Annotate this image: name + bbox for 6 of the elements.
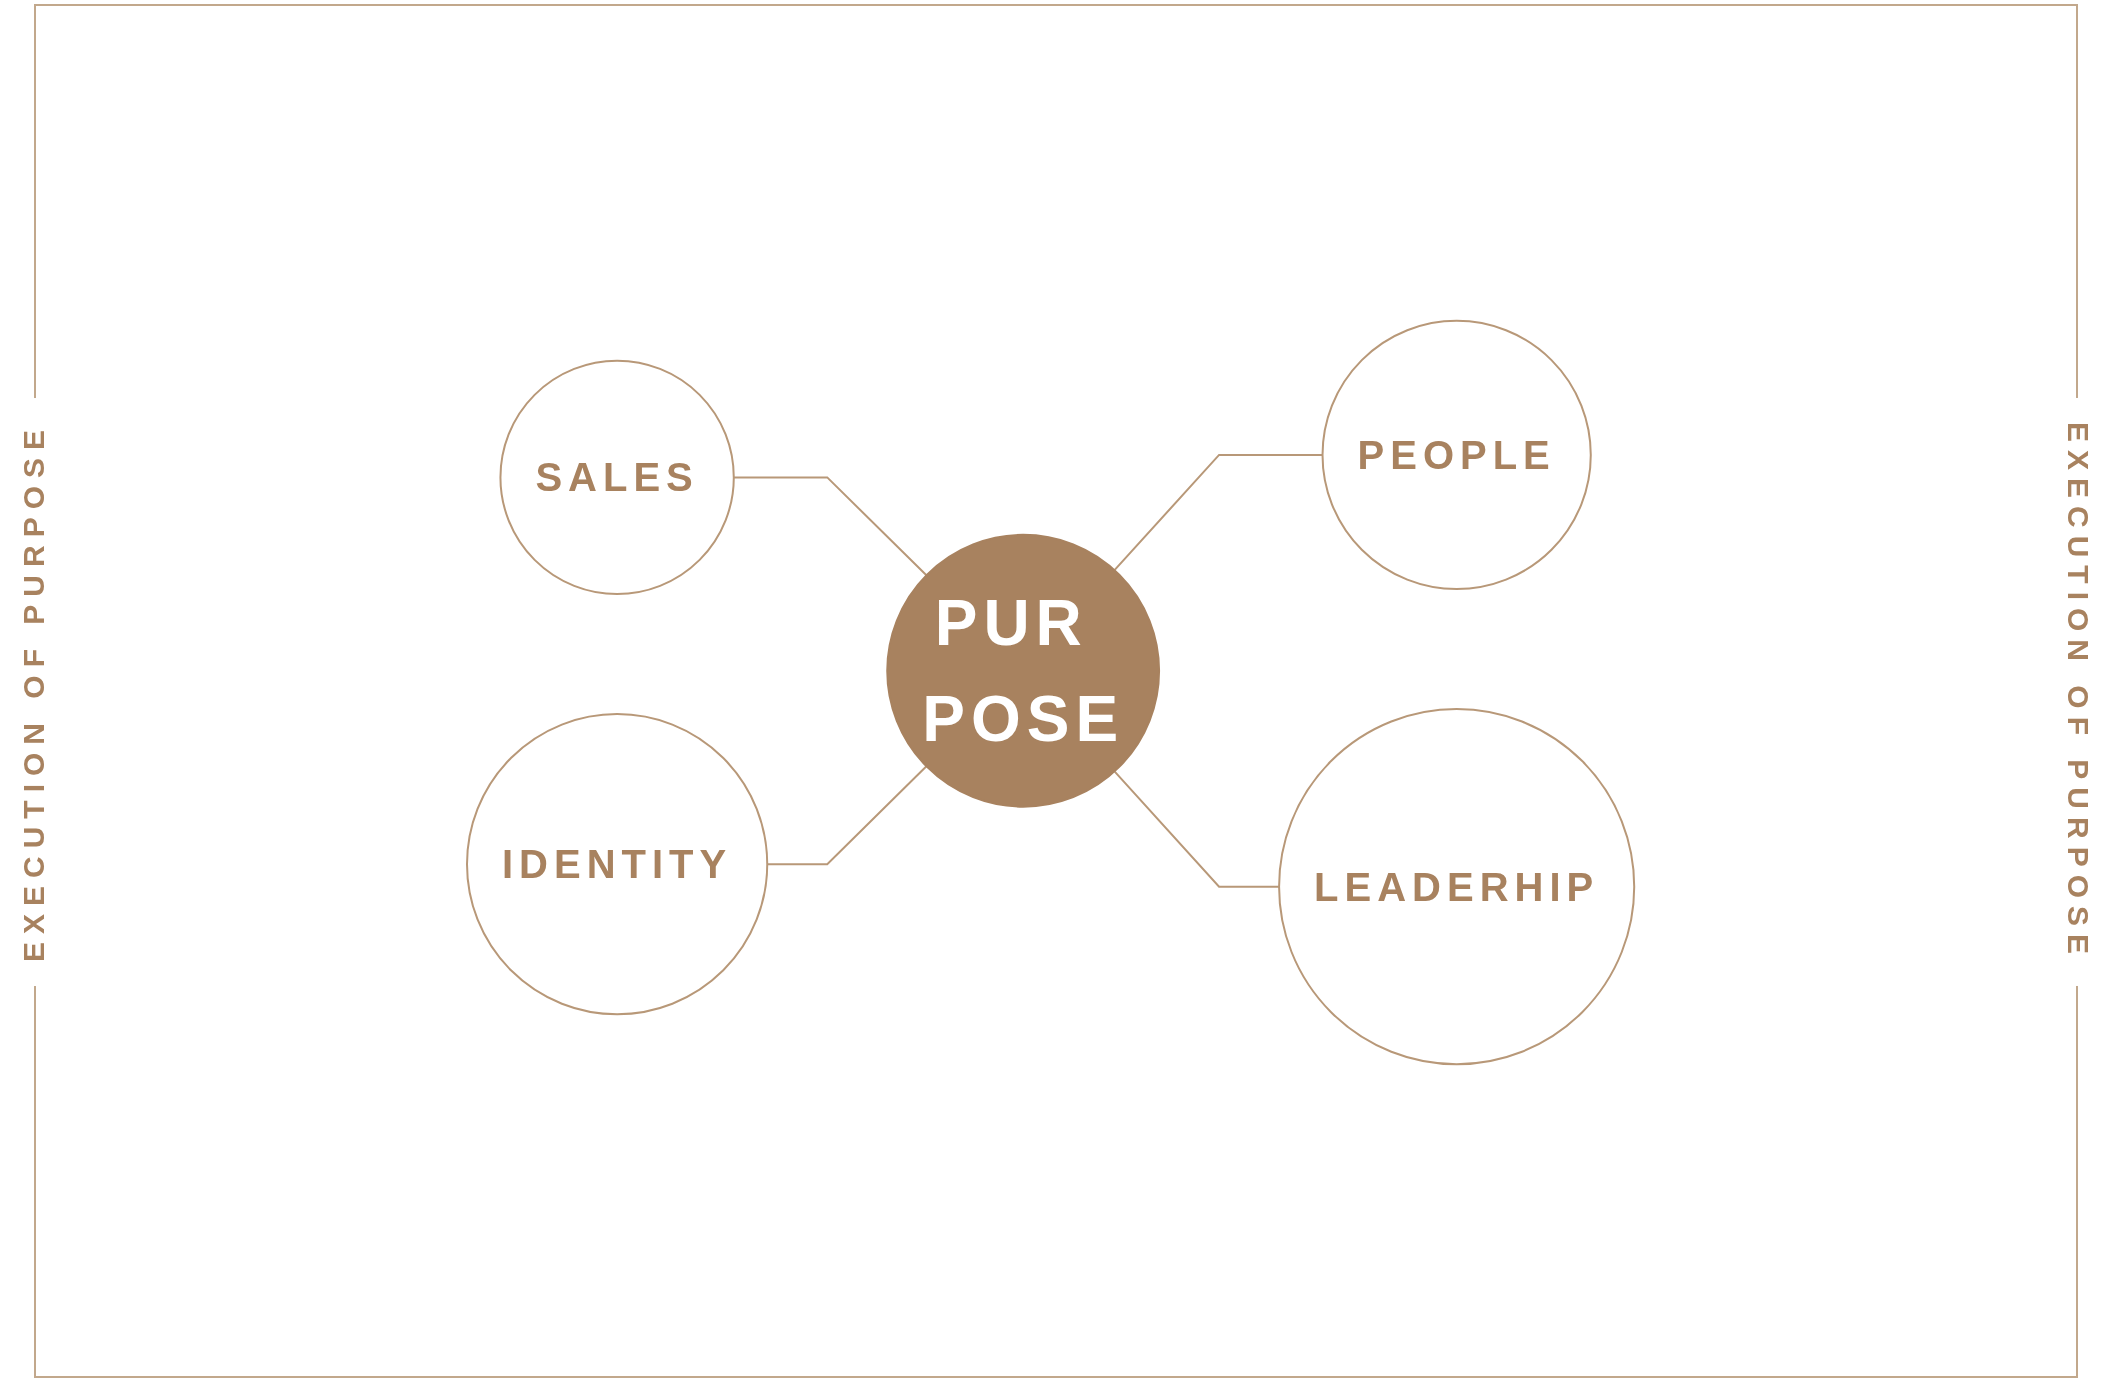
node-circle: LEADERHIP xyxy=(1277,708,1636,1066)
connector xyxy=(1113,770,1280,888)
node-circle: IDENTITY xyxy=(465,713,769,1016)
node-circle: PEOPLE xyxy=(1321,319,1592,591)
node-circle: SALES xyxy=(499,359,735,596)
node-circle: PUR POSE xyxy=(886,533,1160,808)
